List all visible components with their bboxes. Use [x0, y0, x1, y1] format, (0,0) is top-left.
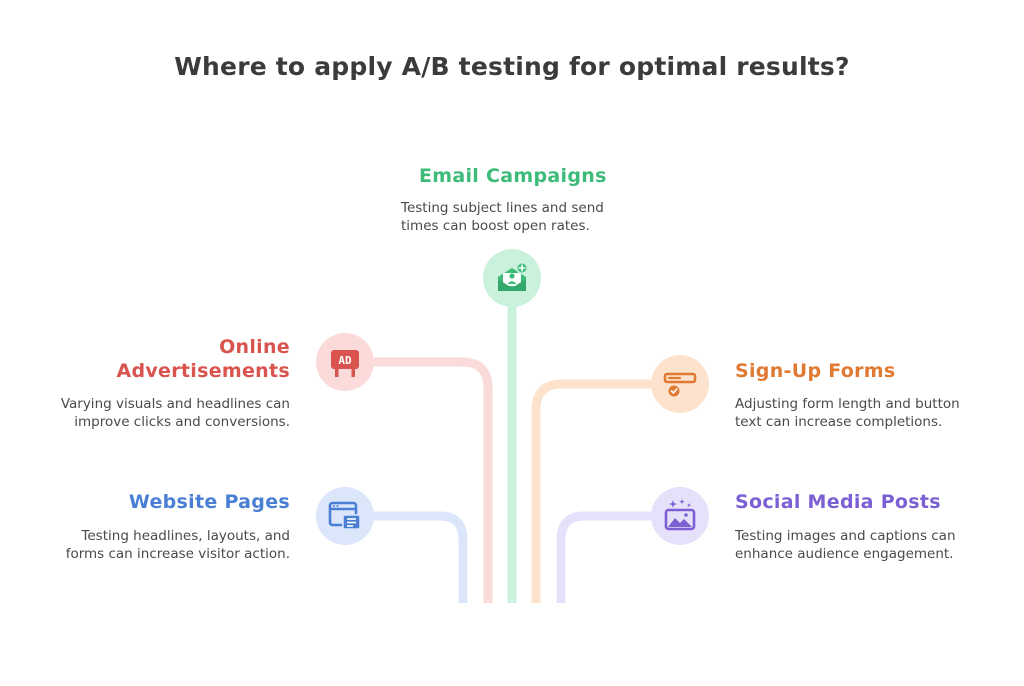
website-icon-circle [316, 487, 374, 545]
social-heading: Social Media Posts [735, 491, 941, 513]
svg-text:AD: AD [338, 354, 352, 367]
ads-description: Varying visuals and headlines can improv… [60, 396, 290, 430]
email-icon-circle [483, 249, 541, 307]
connector-website [374, 511, 468, 603]
social-description: Testing images and captions can enhance … [735, 528, 956, 562]
connector-social [556, 511, 651, 603]
social-icon-circle [651, 487, 709, 545]
email-envelope-icon [498, 262, 528, 291]
form-checkbox-icon [663, 372, 697, 397]
ad-billboard-icon: AD [331, 350, 359, 377]
page-title: Where to apply A/B testing for optimal r… [174, 52, 850, 81]
email-description: Testing subject lines and send times can… [401, 200, 604, 234]
signup-icon-circle [651, 355, 709, 413]
ads-icon-circle: AD [316, 333, 374, 391]
ads-heading: Online Advertisements [116, 336, 290, 382]
image-sparkle-icon [664, 499, 696, 531]
signup-heading: Sign-Up Forms [735, 360, 896, 382]
signup-description: Adjusting form length and button text ca… [735, 396, 960, 430]
website-description: Testing headlines, layouts, and forms ca… [65, 528, 290, 562]
connector-ads [374, 357, 493, 603]
email-heading: Email Campaigns [419, 165, 607, 187]
browser-window-icon [328, 501, 361, 530]
connector-signup [531, 379, 651, 603]
website-heading: Website Pages [128, 491, 290, 513]
